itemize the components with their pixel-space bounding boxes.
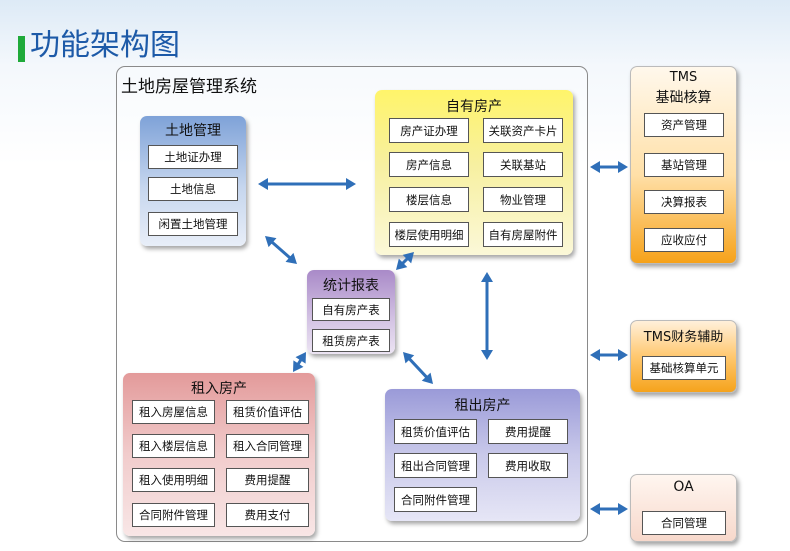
system-title: 土地房屋管理系统: [121, 77, 257, 97]
rent-in-item: 费用提醒: [226, 468, 309, 492]
rent-out-item: 租赁价值评估: [394, 419, 477, 444]
arrow-own-rentout: [481, 272, 493, 360]
land-management-group: 土地管理 土地证办理 土地信息 闲置土地管理: [140, 116, 246, 246]
arrow-own-tms: [590, 161, 628, 173]
rent-out-group: 租出房产 租赁价值评估 费用提醒 租出合同管理 费用收取 合同附件管理: [385, 389, 580, 521]
land-item: 土地信息: [148, 177, 238, 201]
tms-accounting-group: TMS 基础核算 资产管理 基站管理 决算报表 应收应付: [630, 66, 737, 264]
arrow-stats-rentout: [403, 352, 433, 384]
own-item: 房产证办理: [389, 118, 469, 143]
own-item: 楼层使用明细: [389, 222, 469, 247]
rent-in-group: 租入房产 租入房屋信息 租赁价值评估 租入楼层信息 租入合同管理 租入使用明细 …: [123, 373, 315, 536]
tms-item: 应收应付: [644, 228, 724, 252]
own-item: 关联资产卡片: [483, 118, 563, 143]
group-title: 统计报表: [323, 278, 379, 294]
rent-in-item: 租入使用明细: [132, 468, 215, 492]
group-title: TMS财务辅助: [643, 330, 724, 345]
rent-in-item: 费用支付: [226, 503, 309, 527]
stats-item: 租赁房产表: [312, 329, 390, 352]
own-item: 物业管理: [483, 187, 563, 212]
rent-in-item: 租赁价值评估: [226, 400, 309, 424]
title-accent-bar: [18, 36, 25, 62]
tms-finance-group: TMS财务辅助 基础核算单元: [630, 320, 737, 393]
rent-in-item: 合同附件管理: [132, 503, 215, 527]
rent-out-item: 合同附件管理: [394, 487, 477, 512]
page-title: 功能架构图: [30, 28, 180, 63]
rent-out-item: 租出合同管理: [394, 453, 477, 478]
arrow-land-own: [258, 178, 356, 190]
own-item: 楼层信息: [389, 187, 469, 212]
arrow-system-oa: [590, 503, 628, 515]
arrow-stats-rentin: [293, 352, 306, 372]
tms-item: 基站管理: [644, 153, 724, 177]
tms-item: 决算报表: [644, 190, 724, 214]
group-title: 租入房产: [191, 381, 247, 397]
group-title: 土地管理: [165, 123, 221, 139]
arrow-system-tmsfinance: [590, 349, 628, 361]
rent-in-item: 租入房屋信息: [132, 400, 215, 424]
arrow-own-stats: [396, 252, 414, 270]
own-item: 自有房屋附件: [483, 222, 563, 247]
land-item: 闲置土地管理: [148, 212, 238, 236]
rent-out-item: 费用提醒: [488, 419, 568, 444]
rent-in-item: 租入合同管理: [226, 434, 309, 458]
own-property-group: 自有房产 房产证办理 关联资产卡片 房产信息 关联基站 楼层信息 物业管理 楼层…: [375, 90, 573, 255]
oa-item: 合同管理: [642, 511, 726, 535]
group-title: OA: [673, 479, 694, 495]
group-subtitle: 基础核算: [655, 90, 712, 106]
statistics-group: 统计报表 自有房产表 租赁房产表: [307, 270, 395, 354]
own-item: 房产信息: [389, 152, 469, 177]
tms-finance-item: 基础核算单元: [642, 356, 726, 380]
land-item: 土地证办理: [148, 145, 238, 169]
rent-out-item: 费用收取: [488, 453, 568, 478]
group-title: TMS: [669, 70, 698, 85]
stats-item: 自有房产表: [312, 298, 390, 321]
oa-group: OA 合同管理: [630, 474, 737, 542]
arrow-land-stats: [265, 236, 297, 264]
group-title: 租出房产: [454, 398, 511, 414]
group-title: 自有房产: [446, 99, 502, 115]
rent-in-item: 租入楼层信息: [132, 434, 215, 458]
tms-item: 资产管理: [644, 113, 724, 137]
own-item: 关联基站: [483, 152, 563, 177]
